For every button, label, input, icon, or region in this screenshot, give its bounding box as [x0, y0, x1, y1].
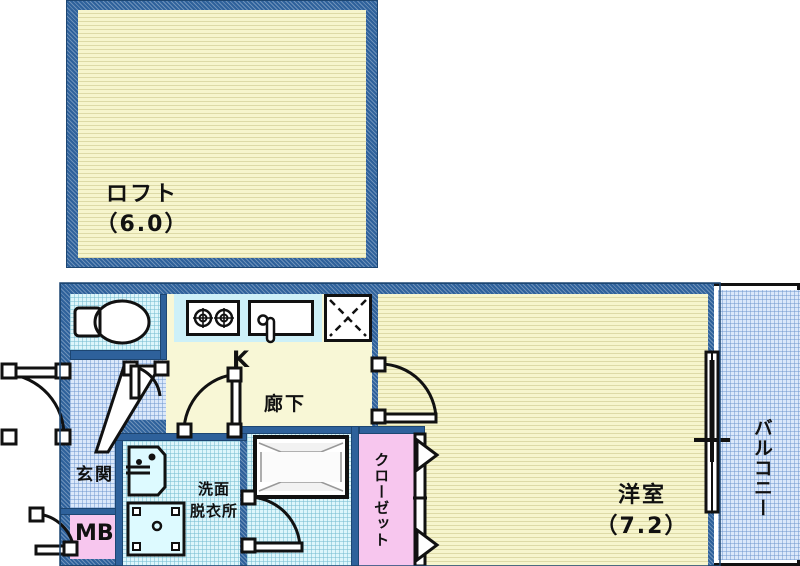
loft-label: ロフト [105, 182, 178, 207]
sanitary-label-line2: 脱衣所 [189, 502, 238, 520]
yoshitsu-floor [378, 294, 708, 566]
genkan-step [93, 364, 163, 454]
loft-floor [78, 10, 366, 258]
washing-machine-space [126, 501, 186, 557]
balcony-sliding-door[interactable] [694, 350, 730, 514]
yoshitsu-area-label: （7.2） [595, 514, 689, 539]
yoshitsu-label: 洋室 [617, 483, 666, 508]
sanitary-door[interactable] [176, 366, 243, 439]
wall-joins [59, 282, 721, 566]
sanitary-label-line1: 洗面 [197, 480, 230, 498]
closet-folding-doors[interactable] [413, 432, 440, 566]
toilet-fixture [73, 299, 151, 345]
vanity-sink [126, 445, 167, 497]
loft-area-label: （6.0） [95, 212, 189, 237]
toilet-door[interactable] [122, 360, 170, 400]
entrance-door[interactable] [0, 362, 72, 446]
gas-stove-burners [193, 308, 234, 328]
toilet-wall-right [160, 294, 167, 360]
refrigerator-x-mark [329, 299, 367, 337]
closet-wall-top [359, 426, 425, 434]
bathtub [253, 435, 349, 499]
meterbox-door[interactable] [28, 506, 79, 557]
balcony-label: バルコニー [750, 418, 773, 518]
genkan-label: 玄関 [76, 465, 114, 485]
closet-floor [359, 434, 415, 566]
mb-floor [70, 515, 122, 559]
corridor-label: 廊下 [264, 393, 307, 415]
kitchen-sink-detail [257, 314, 276, 344]
room-door[interactable] [370, 356, 438, 425]
mb-label: MB [75, 521, 114, 546]
balcony-floor [718, 290, 800, 560]
bathroom-door[interactable] [240, 489, 304, 554]
closet-label: クローゼット [372, 452, 391, 548]
